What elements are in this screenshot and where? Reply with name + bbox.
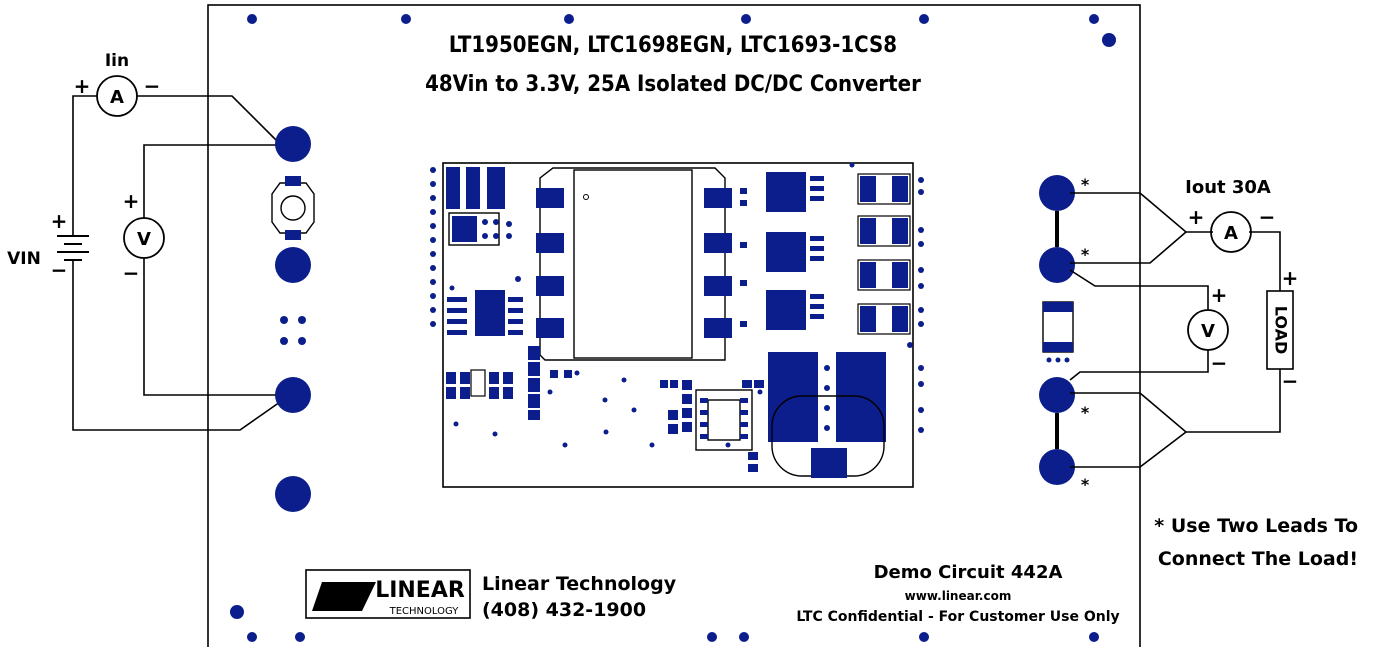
company-phone: (408) 432-1900 bbox=[482, 599, 646, 621]
output-wiring bbox=[1069, 192, 1281, 468]
input-ammeter-plus: + bbox=[74, 74, 91, 98]
board-title-line1: LT1950EGN, LTC1698EGN, LTC1693-1CS8 bbox=[449, 33, 897, 58]
company-name: Linear Technology bbox=[482, 573, 677, 595]
load-minus: − bbox=[1282, 369, 1299, 393]
output-voltmeter-minus: − bbox=[1211, 351, 1228, 375]
load-label: LOAD bbox=[1272, 306, 1291, 354]
logo-text-sub: TECHNOLOGY bbox=[389, 606, 460, 617]
note-line1: * Use Two Leads To bbox=[1154, 515, 1358, 537]
output-asterisk-1: * bbox=[1081, 175, 1090, 194]
input-ammeter-minus: − bbox=[144, 74, 161, 98]
output-asterisk-2: * bbox=[1081, 245, 1090, 264]
output-voltmeter-symbol: V bbox=[1201, 321, 1215, 342]
battery-icon bbox=[57, 235, 89, 261]
converter-module bbox=[430, 162, 924, 488]
battery-plus: + bbox=[51, 209, 68, 233]
input-terminals bbox=[271, 126, 315, 512]
confidential-label: LTC Confidential - For Customer Use Only bbox=[796, 609, 1119, 625]
input-capacitor bbox=[271, 176, 315, 240]
load-resistor-icon bbox=[1266, 290, 1294, 370]
input-voltmeter-plus: + bbox=[123, 189, 140, 213]
output-ammeter-label: Iout 30A bbox=[1185, 177, 1271, 198]
output-asterisk-4: * bbox=[1081, 475, 1090, 494]
output-asterisk-3: * bbox=[1081, 403, 1090, 422]
output-capacitor bbox=[1042, 301, 1074, 363]
board-bottom-dots bbox=[230, 605, 1099, 642]
output-terminals bbox=[1039, 175, 1075, 485]
output-ammeter-minus: − bbox=[1259, 205, 1276, 229]
logo-text-main: LINEAR bbox=[375, 578, 465, 603]
demo-circuit-label: Demo Circuit 442A bbox=[874, 562, 1063, 583]
note-line2: Connect The Load! bbox=[1158, 548, 1358, 570]
input-voltmeter-minus: − bbox=[123, 261, 140, 285]
output-ammeter-plus: + bbox=[1188, 205, 1205, 229]
load-plus: + bbox=[1282, 266, 1299, 290]
output-voltmeter-icon bbox=[1187, 309, 1229, 351]
input-voltmeter-symbol: V bbox=[137, 229, 151, 250]
input-ammeter-symbol: A bbox=[110, 87, 124, 108]
website-label: www.linear.com bbox=[905, 589, 1012, 603]
input-wiring bbox=[72, 95, 291, 431]
board-outline bbox=[207, 4, 1141, 647]
output-voltmeter-plus: + bbox=[1211, 283, 1228, 307]
linear-logo: LINEAR TECHNOLOGY bbox=[305, 569, 471, 619]
input-ammeter-label: Iin bbox=[105, 51, 129, 71]
output-ammeter-symbol: A bbox=[1224, 223, 1238, 244]
board-top-dots bbox=[247, 14, 1116, 47]
battery-minus: − bbox=[51, 258, 68, 282]
vin-label: VIN bbox=[7, 249, 41, 269]
board-title-line2: 48Vin to 3.3V, 25A Isolated DC/DC Conver… bbox=[425, 72, 921, 97]
output-ammeter-icon bbox=[1210, 211, 1252, 253]
